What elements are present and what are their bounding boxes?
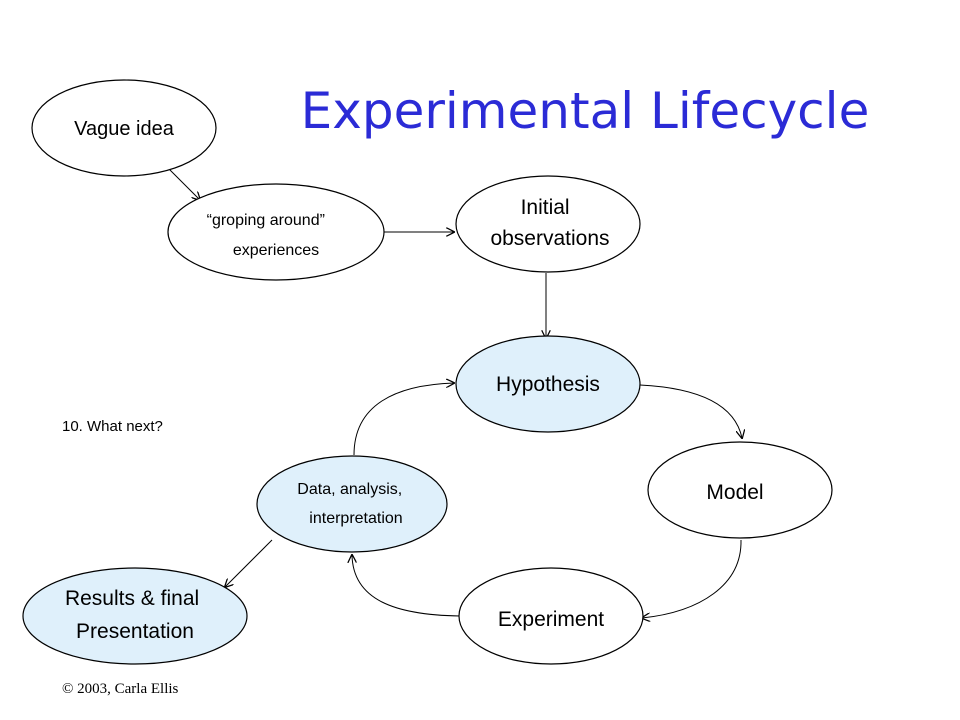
- node-experiment: Experiment: [458, 567, 644, 665]
- node-experiment-label: Experiment: [498, 608, 604, 631]
- node-initial-observations: Initial observations: [455, 175, 641, 273]
- node-vague-idea-label: Vague idea: [74, 118, 175, 140]
- svg-text:Initial observations: Initial observations: [490, 196, 609, 250]
- node-model: Model: [647, 441, 833, 539]
- svg-text:Model: Model: [706, 481, 763, 504]
- node-data-label-line2: interpretation: [309, 510, 402, 527]
- node-results-label-line2: Presentation: [76, 620, 194, 643]
- node-results-label-line1: Results & final: [65, 587, 199, 610]
- node-hypothesis-label: Hypothesis: [496, 373, 600, 396]
- node-model-label: Model: [706, 481, 763, 504]
- edge-vague-to-groping: [167, 167, 200, 200]
- node-hypothesis: Hypothesis: [455, 335, 641, 433]
- node-groping-around: “groping around” experiences: [167, 183, 385, 281]
- edge-experiment-to-data: [352, 555, 461, 617]
- node-groping-label-line2: experiences: [233, 242, 319, 259]
- node-data-label-line1: Data, analysis,: [297, 481, 402, 498]
- svg-text:“groping around” experie: “groping around” experiences: [207, 212, 330, 259]
- svg-text:Vague idea: Vague idea: [74, 118, 175, 140]
- edge-data-to-hypothesis: [353, 383, 454, 456]
- node-initial-label-line1: Initial: [521, 196, 570, 219]
- svg-text:Hypothesis: Hypothesis: [496, 373, 600, 396]
- node-results-presentation: Results & final Presentation: [22, 567, 248, 665]
- svg-text:Results & final Presenta: Results & final Presentation: [65, 587, 205, 643]
- svg-text:Experiment: Experiment: [498, 608, 604, 631]
- copyright-footer: © 2003, Carla Ellis: [62, 681, 179, 697]
- edge-model-to-experiment: [642, 539, 742, 618]
- svg-text:Data, analysis, interpre: Data, analysis, interpretation: [297, 481, 406, 527]
- edge-data-to-results: [225, 539, 273, 587]
- node-data-analysis: Data, analysis, interpretation: [256, 455, 448, 553]
- node-vague-idea: Vague idea: [31, 79, 217, 177]
- edge-hypothesis-to-model: [639, 384, 742, 438]
- what-next-note: 10. What next?: [62, 418, 163, 435]
- node-groping-label-line1: “groping around”: [207, 212, 325, 229]
- diagram-title: Experimental Lifecycle: [301, 82, 870, 140]
- node-initial-label-line2: observations: [490, 227, 609, 250]
